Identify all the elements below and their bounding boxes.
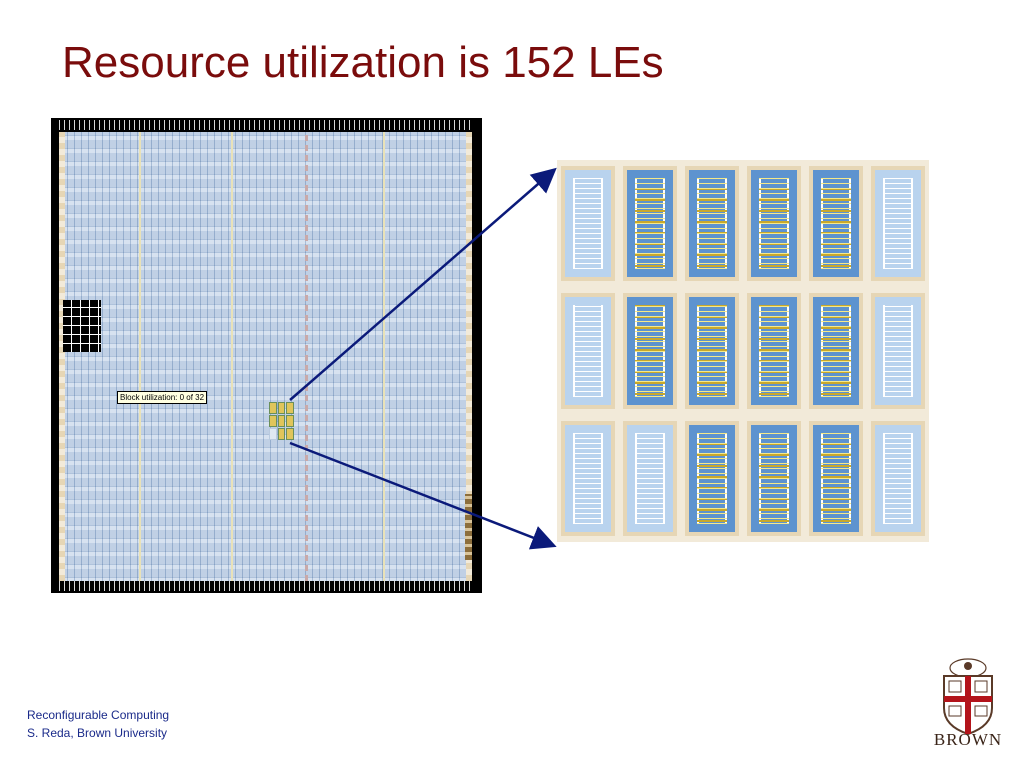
- clock-spine: [305, 132, 308, 581]
- lab-cell: [277, 402, 286, 414]
- brown-university-shield-icon: [943, 658, 993, 736]
- slide-title: Resource utilization is 152 LEs: [62, 38, 664, 87]
- lab-block: [685, 420, 739, 536]
- lab-block: [685, 293, 739, 409]
- lab-block: [809, 420, 863, 536]
- lab-block: [561, 293, 615, 409]
- lab-block: [623, 293, 677, 409]
- footer: Reconfigurable Computing S. Reda, Brown …: [27, 706, 169, 742]
- routing-column: [231, 132, 233, 581]
- lab-block: [561, 166, 615, 282]
- lab-cell: [277, 428, 286, 440]
- lab-block: [809, 166, 863, 282]
- lab-cell: [269, 415, 277, 427]
- lab-block: [685, 166, 739, 282]
- io-block-used: [465, 494, 472, 560]
- floorplan-core: Block utilization: 0 of 32: [59, 132, 472, 581]
- lab-cell: [286, 428, 294, 440]
- top-ruler: [59, 120, 474, 130]
- lab-block: [747, 166, 801, 282]
- bottom-ruler: [59, 581, 474, 591]
- lab-block: [747, 420, 801, 536]
- lab-block: [871, 293, 925, 409]
- lab-block: [871, 420, 925, 536]
- block-utilization-tooltip: Block utilization: 0 of 32: [117, 391, 208, 404]
- chip-floorplan-view[interactable]: Block utilization: 0 of 32: [51, 118, 482, 593]
- footer-course: Reconfigurable Computing: [27, 708, 170, 722]
- zoomed-lab-detail: [557, 160, 929, 542]
- footer-author: S. Reda, Brown University: [27, 726, 168, 740]
- lab-block: [561, 420, 615, 536]
- lab-block: [623, 420, 677, 536]
- routing-column: [383, 132, 385, 581]
- brown-wordmark: BROWN: [933, 730, 1003, 749]
- used-lab-cluster[interactable]: [269, 402, 294, 440]
- lab-block: [747, 293, 801, 409]
- io-column-left: [59, 132, 65, 581]
- routing-column: [139, 132, 141, 581]
- lab-cell: [286, 415, 294, 427]
- lab-block: [871, 166, 925, 282]
- lab-cell: [286, 402, 294, 414]
- lab-cell: [277, 415, 286, 427]
- lab-block: [809, 293, 863, 409]
- memory-block: [63, 300, 101, 352]
- lab-cell: [269, 428, 277, 440]
- lab-cell: [269, 402, 277, 414]
- lab-block: [623, 166, 677, 282]
